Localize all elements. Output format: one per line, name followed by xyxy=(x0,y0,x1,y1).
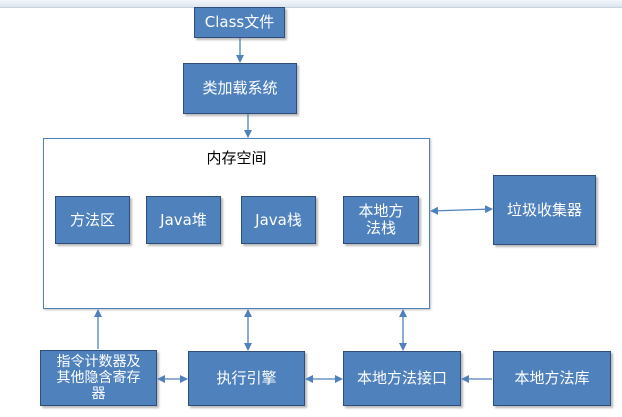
native-interface-box: 本地方法接口 xyxy=(343,351,461,406)
pc-register-label: 指令计数器及 其他隐含寄存 器 xyxy=(56,354,141,402)
class-loader-box: 类加载系统 xyxy=(183,63,297,114)
native-library-label: 本地方法库 xyxy=(514,369,590,387)
java-stack-label: Java栈 xyxy=(255,210,302,229)
native-method-stack-box: 本地方 法栈 xyxy=(343,196,419,244)
gc-box: 垃圾收集器 xyxy=(493,175,596,245)
arrow-native-stack-gc xyxy=(430,205,493,215)
class-file-label: Class文件 xyxy=(204,13,275,31)
method-area-box: 方法区 xyxy=(55,196,130,244)
java-heap-box: Java堆 xyxy=(146,196,221,244)
execution-engine-box: 执行引擎 xyxy=(188,351,305,406)
memory-space-title: 内存空间 xyxy=(206,149,267,167)
native-library-box: 本地方法库 xyxy=(493,351,611,406)
native-method-stack-label: 本地方 法栈 xyxy=(358,202,404,237)
native-interface-label: 本地方法接口 xyxy=(356,369,447,387)
java-heap-label: Java堆 xyxy=(160,210,207,229)
execution-engine-label: 执行引擎 xyxy=(216,369,277,387)
class-file-box: Class文件 xyxy=(194,7,285,38)
gc-label: 垃圾收集器 xyxy=(506,200,582,219)
pc-register-box: 指令计数器及 其他隐含寄存 器 xyxy=(40,350,157,406)
window-top-strip xyxy=(0,0,622,8)
method-area-label: 方法区 xyxy=(69,210,115,229)
java-stack-box: Java栈 xyxy=(241,196,316,244)
class-loader-label: 类加载系统 xyxy=(202,79,278,97)
